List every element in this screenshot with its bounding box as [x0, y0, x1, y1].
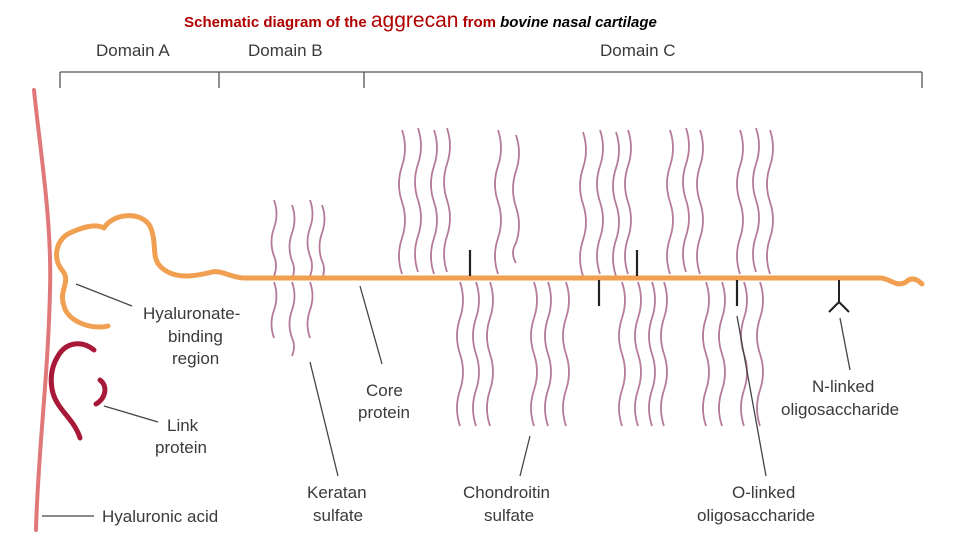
label-keratan-1: Keratan [307, 483, 367, 502]
label-hyaluronic-acid: Hyaluronic acid [102, 507, 218, 526]
label-hyaluronate-binding-1: Hyaluronate- [143, 304, 240, 323]
label-n-linked-1: N-linked [812, 377, 874, 396]
hyaluronic-acid-strand [34, 90, 50, 530]
domain-bracket [60, 72, 922, 88]
label-o-linked-2: oligosaccharide [697, 506, 815, 525]
label-n-linked-2: oligosaccharide [781, 400, 899, 419]
label-core-1: Core [366, 381, 403, 400]
label-link-1: Link [167, 416, 199, 435]
chondroitin-sulfate-chains-lower [457, 282, 763, 426]
domain-b-label: Domain B [248, 41, 323, 60]
chondroitin-sulfate-chains-upper [399, 128, 773, 276]
domain-c-label: Domain C [600, 41, 676, 60]
label-keratan-2: sulfate [313, 506, 363, 525]
label-chondroitin-1: Chondroitin [463, 483, 550, 502]
label-chondroitin-2: sulfate [484, 506, 534, 525]
label-core-2: protein [358, 403, 410, 422]
label-hyaluronate-binding-3: region [172, 349, 219, 368]
domain-a-label: Domain A [96, 41, 170, 60]
link-protein-shape [51, 344, 105, 438]
n-linked-oligosaccharide-mark [829, 280, 849, 312]
label-o-linked-1: O-linked [732, 483, 795, 502]
label-hyaluronate-binding-2: binding [168, 327, 223, 346]
label-link-2: protein [155, 438, 207, 457]
